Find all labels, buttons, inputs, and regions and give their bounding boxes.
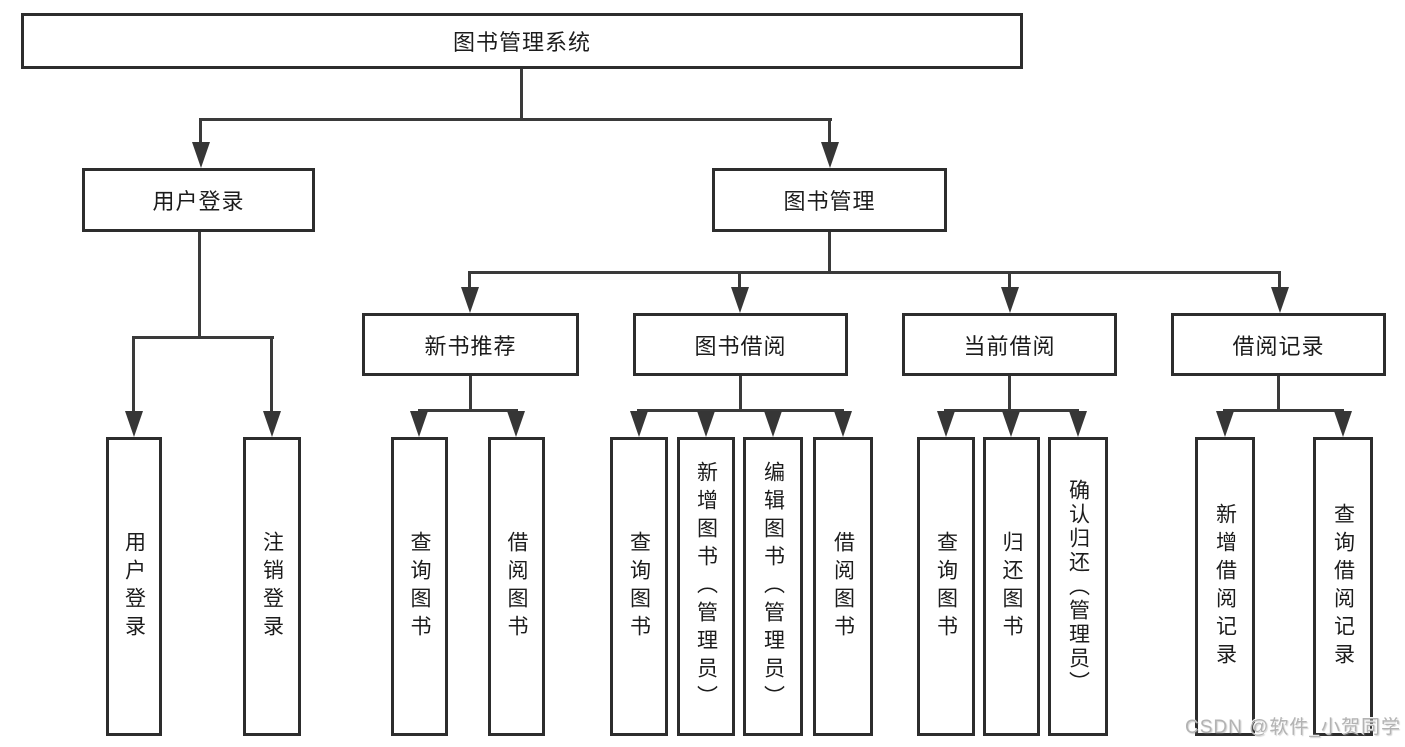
leaf-newbook-borrow-books: 借阅图书 xyxy=(488,437,545,736)
arrowhead-down-icon xyxy=(1002,411,1020,437)
connector-records-children xyxy=(1223,409,1344,412)
arrowhead-down-icon xyxy=(630,411,648,437)
leaf-borrow-edit-books-admin: 编辑图书（管理员） xyxy=(743,437,803,736)
connector-shaft xyxy=(270,336,273,411)
node-label: 新书推荐 xyxy=(424,333,517,359)
node-new-book-recommendation: 新书推荐 xyxy=(362,313,579,376)
connector-shaft xyxy=(132,336,135,411)
connector-level1 xyxy=(199,118,832,121)
arrowhead-down-icon xyxy=(192,142,210,168)
node-label: 编辑图书（管理员） xyxy=(761,460,785,713)
connector-borrow-stem xyxy=(739,376,742,412)
leaf-logout: 注销登录 xyxy=(243,437,301,736)
node-user-login: 用户登录 xyxy=(82,168,315,232)
node-library-management-system: 图书管理系统 xyxy=(21,13,1023,69)
arrowhead-down-icon xyxy=(125,411,143,437)
arrowhead-down-icon xyxy=(263,411,281,437)
node-label: 查询图书 xyxy=(408,530,432,643)
node-label: 图书借阅 xyxy=(694,333,787,359)
leaf-records-query-borrow-record: 查询借阅记录 xyxy=(1313,437,1373,736)
connector-shaft xyxy=(199,118,202,144)
node-label: 新增图书（管理员） xyxy=(694,460,718,713)
arrowhead-down-icon xyxy=(410,411,428,437)
csdn-watermark: CSDN @软件_小贺同学 xyxy=(1185,717,1401,738)
arrowhead-down-icon xyxy=(821,142,839,168)
connector-bookmgmt-stem xyxy=(828,232,831,274)
arrowhead-down-icon xyxy=(1216,411,1234,437)
connector-level2 xyxy=(469,271,1281,274)
leaf-borrow-query-books: 查询图书 xyxy=(610,437,668,736)
arrowhead-down-icon xyxy=(834,411,852,437)
connector-shaft xyxy=(1008,271,1011,287)
leaf-current-return-books: 归还图书 xyxy=(983,437,1040,736)
connector-root-stem xyxy=(520,69,523,121)
connector-shaft xyxy=(1278,271,1281,287)
node-label: 新增借阅记录 xyxy=(1213,502,1237,671)
node-book-borrowing: 图书借阅 xyxy=(633,313,848,376)
node-label: 查询借阅记录 xyxy=(1331,502,1355,671)
node-label: 注销登录 xyxy=(260,530,284,643)
node-label: 查询图书 xyxy=(627,530,651,643)
leaf-current-query-books: 查询图书 xyxy=(917,437,975,736)
node-label: 当前借阅 xyxy=(963,333,1056,359)
node-book-management: 图书管理 xyxy=(712,168,947,232)
leaf-records-add-borrow-record: 新增借阅记录 xyxy=(1195,437,1255,736)
arrowhead-down-icon xyxy=(1334,411,1352,437)
node-label: 图书管理系统 xyxy=(452,30,591,55)
leaf-user-login: 用户登录 xyxy=(106,437,162,736)
connector-newbook-children xyxy=(418,409,518,412)
node-label: 图书管理 xyxy=(783,189,876,214)
connector-records-stem xyxy=(1277,376,1280,412)
connector-shaft xyxy=(828,118,831,144)
connector-current-stem xyxy=(1008,376,1011,412)
node-label: 用户登录 xyxy=(122,530,146,643)
arrowhead-down-icon xyxy=(507,411,525,437)
node-label: 确认归还（管理员） xyxy=(1066,478,1090,695)
arrowhead-down-icon xyxy=(937,411,955,437)
arrowhead-down-icon xyxy=(697,411,715,437)
node-label: 借阅记录 xyxy=(1232,333,1325,359)
arrowhead-down-icon xyxy=(731,287,749,313)
node-label: 用户登录 xyxy=(152,189,245,214)
connector-shaft xyxy=(738,271,741,287)
connector-userlogin-children xyxy=(132,336,274,339)
node-current-borrowing: 当前借阅 xyxy=(902,313,1117,376)
arrowhead-down-icon xyxy=(461,287,479,313)
node-label: 借阅图书 xyxy=(831,530,855,643)
node-label: 借阅图书 xyxy=(505,530,529,643)
node-label: 归还图书 xyxy=(1000,530,1024,643)
node-label: 查询图书 xyxy=(934,530,958,643)
connector-borrow-children xyxy=(637,409,844,412)
leaf-current-confirm-return-admin: 确认归还（管理员） xyxy=(1048,437,1108,736)
arrowhead-down-icon xyxy=(764,411,782,437)
connector-newbook-stem xyxy=(469,376,472,412)
leaf-borrow-borrow-books: 借阅图书 xyxy=(813,437,873,736)
arrowhead-down-icon xyxy=(1001,287,1019,313)
leaf-borrow-add-books-admin: 新增图书（管理员） xyxy=(677,437,735,736)
arrowhead-down-icon xyxy=(1271,287,1289,313)
arrowhead-down-icon xyxy=(1069,411,1087,437)
connector-shaft xyxy=(468,271,471,287)
leaf-newbook-query-books: 查询图书 xyxy=(391,437,448,736)
connector-userlogin-stem xyxy=(198,232,201,339)
node-borrowing-records: 借阅记录 xyxy=(1171,313,1386,376)
